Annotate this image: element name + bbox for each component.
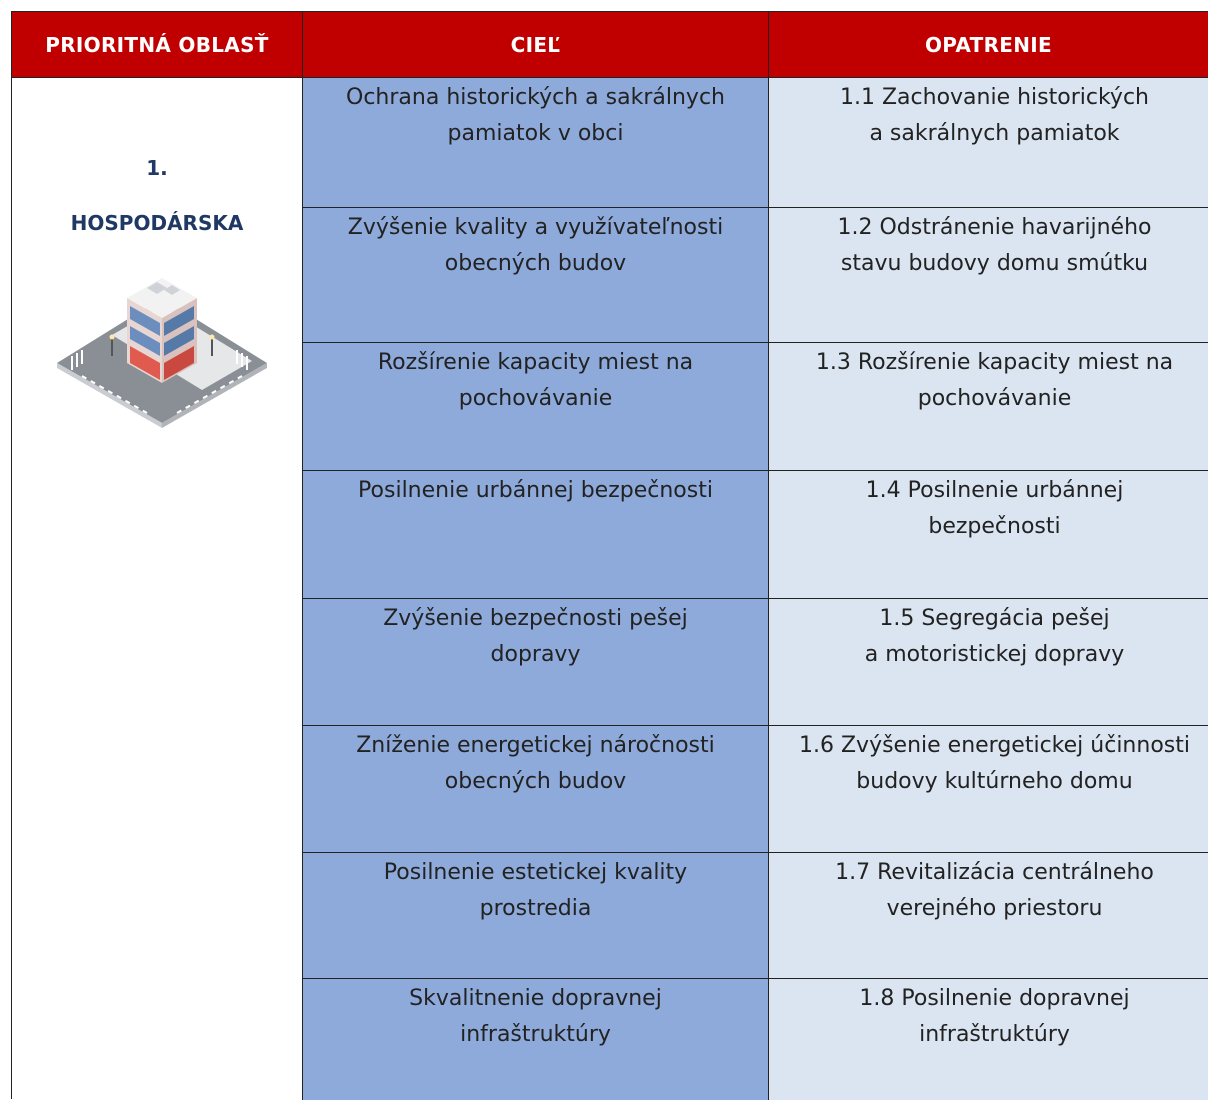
measure-text: 1.6 Zvýšenie energetickej účinnosti budo…: [799, 733, 1190, 794]
goal-text: Posilnenie urbánnej bezpečnosti: [358, 478, 713, 503]
measure-cell: 1.7 Revitalizácia centrálneho verejného …: [769, 853, 1208, 979]
goal-text: Rozšírenie kapacity miest na pochovávani…: [377, 350, 694, 411]
measure-cell: 1.8 Posilnenie dopravnej infraštruktúry: [769, 979, 1208, 1100]
measure-cell: 1.3 Rozšírenie kapacity miest na pochová…: [769, 343, 1208, 471]
header-priority-area: PRIORITNÁ OBLASŤ: [12, 12, 303, 78]
goal-cell: Zvýšenie kvality a využívateľnosti obecn…: [303, 208, 769, 343]
goal-cell: Zníženie energetickej náročnosti obecnýc…: [303, 726, 769, 853]
goal-cell: Zvýšenie bezpečnosti pešej dopravy: [303, 599, 769, 726]
building-illustration-icon: [57, 278, 267, 428]
measure-text: 1.8 Posilnenie dopravnej infraštruktúry: [859, 986, 1130, 1047]
measure-cell: 1.2 Odstránenie havarijného stavu budovy…: [769, 208, 1208, 343]
measure-cell: 1.6 Zvýšenie energetickej účinnosti budo…: [769, 726, 1208, 853]
measure-cell: 1.1 Zachovanie historických a sakrálnych…: [769, 78, 1208, 208]
goal-cell: Posilnenie urbánnej bezpečnosti: [303, 471, 769, 599]
measure-cell: 1.5 Segregácia pešej a motoristickej dop…: [769, 599, 1208, 726]
measure-text: 1.2 Odstránenie havarijného stavu budovy…: [837, 215, 1152, 276]
measure-text: 1.3 Rozšírenie kapacity miest na pochová…: [815, 350, 1174, 411]
header-goal: CIEĽ: [303, 12, 769, 78]
measure-text: 1.7 Revitalizácia centrálneho verejného …: [835, 860, 1154, 921]
goal-text: Zvýšenie kvality a využívateľnosti obecn…: [347, 215, 724, 276]
measure-text: 1.4 Posilnenie urbánnej bezpečnosti: [865, 478, 1124, 539]
goal-cell: Rozšírenie kapacity miest na pochovávani…: [303, 343, 769, 471]
area-number: 1.: [146, 156, 168, 180]
goal-cell: Posilnenie estetickej kvality prostredia: [303, 853, 769, 979]
area-name: HOSPODÁRSKA: [70, 211, 244, 235]
measure-cell: 1.4 Posilnenie urbánnej bezpečnosti: [769, 471, 1208, 599]
goal-text: Zvýšenie bezpečnosti pešej dopravy: [383, 606, 688, 667]
measure-text: 1.5 Segregácia pešej a motoristickej dop…: [864, 606, 1125, 667]
goal-cell: Ochrana historických a sakrálnych pamiat…: [303, 78, 769, 208]
header-measure: OPATRENIE: [769, 12, 1208, 78]
goal-cell: Skvalitnenie dopravnej infraštruktúry: [303, 979, 769, 1100]
priority-area-cell: 1. HOSPODÁRSKA: [12, 78, 303, 1100]
strategy-table: PRIORITNÁ OBLASŤ CIEĽ OPATRENIE 1. HOSPO…: [11, 11, 1208, 1100]
goal-text: Zníženie energetickej náročnosti obecnýc…: [356, 733, 715, 794]
goal-text: Posilnenie estetickej kvality prostredia: [383, 860, 688, 921]
goal-text: Skvalitnenie dopravnej infraštruktúry: [409, 986, 662, 1047]
goal-text: Ochrana historických a sakrálnych pamiat…: [346, 85, 725, 146]
measure-text: 1.1 Zachovanie historických a sakrálnych…: [840, 85, 1149, 146]
